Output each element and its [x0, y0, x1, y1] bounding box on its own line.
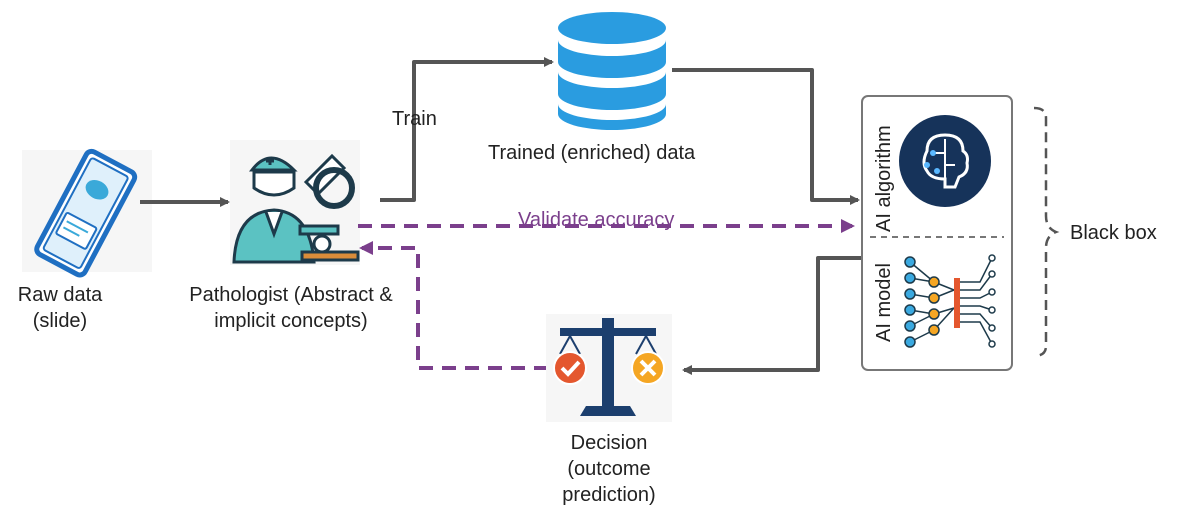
decision-subtitle-2: prediction) — [562, 484, 656, 506]
pathologist-title: Pathologist (Abstract & — [189, 284, 393, 306]
neural-network-icon — [904, 254, 996, 348]
validate-label: Validate accuracy — [518, 209, 674, 231]
database-icon — [558, 12, 666, 130]
raw-data-label: Raw data (slide) — [10, 282, 110, 334]
balance-scale-icon — [546, 314, 672, 422]
arrow-ai-to-decision — [682, 256, 862, 375]
ai-model-label: AI model — [873, 263, 895, 342]
slide-icon — [22, 148, 152, 278]
arrow-train — [380, 57, 554, 202]
pathologist-subtitle: implicit concepts) — [214, 310, 368, 332]
pathologist-label: Pathologist (Abstract & implicit concept… — [168, 282, 414, 334]
black-box-label: Black box — [1070, 222, 1157, 244]
brain-icon — [899, 115, 991, 207]
decision-title: Decision — [570, 432, 648, 454]
decision-label: Decision (outcome prediction) — [534, 430, 684, 508]
black-box-brace — [1033, 106, 1060, 358]
arrows — [140, 57, 862, 375]
pathologist-icon — [230, 140, 360, 265]
train-label: Train — [392, 108, 437, 130]
arrow-data-to-ai — [672, 68, 860, 205]
ai-algorithm-label: AI algorithm — [873, 125, 895, 232]
raw-data-title: Raw data — [17, 284, 103, 306]
trained-data-label: Trained (enriched) data — [488, 142, 696, 164]
decision-subtitle-1: (outcome — [567, 458, 651, 480]
validate-arrows — [358, 219, 855, 370]
arrow-feedback — [359, 241, 548, 370]
raw-data-subtitle: (slide) — [32, 310, 88, 332]
